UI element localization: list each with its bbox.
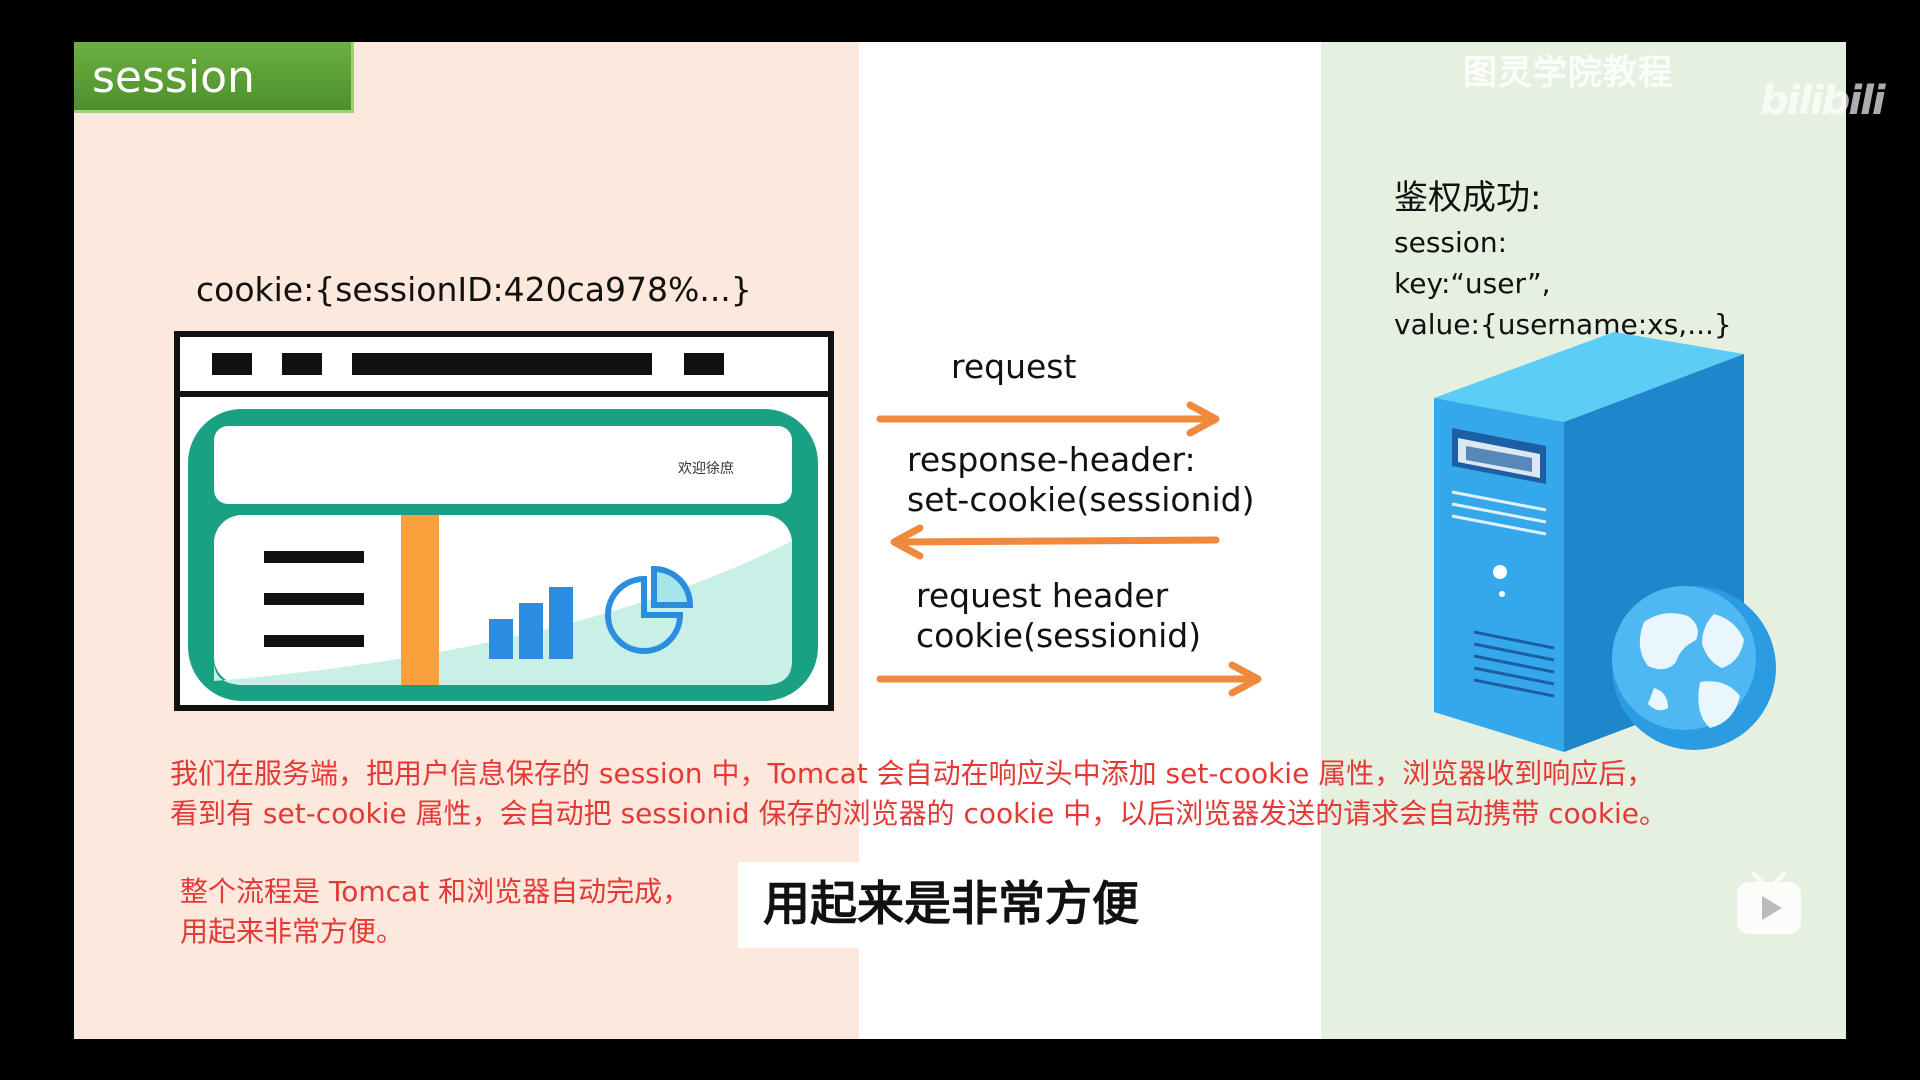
cookie-label: cookie:{sessionID:420ca978%...} [196, 270, 752, 309]
server-illustration [1434, 332, 1776, 752]
slide: session cookie:{sessionID:420ca978%...} … [74, 42, 1846, 1039]
response-label-line1: response-header: [907, 440, 1196, 479]
play-icon[interactable] [1734, 870, 1804, 940]
bar-chart-icon [489, 587, 573, 659]
value-line: value:{username:xs,...} [1394, 308, 1732, 341]
arrows-layer [876, 401, 1262, 697]
request-arrow [876, 401, 1220, 437]
pie-chart-icon [605, 565, 694, 654]
session-label: session: [1394, 226, 1508, 259]
response-arrow [890, 524, 1220, 560]
summary-line1: 整个流程是 Tomcat 和浏览器自动完成， [180, 875, 691, 908]
explanation-paragraph: 我们在服务端，把用户信息保存的 session 中，Tomcat 会自动在响应头… [170, 754, 1830, 834]
bilibili-logo: bilibili [1760, 78, 1886, 124]
summary-paragraph: 整个流程是 Tomcat 和浏览器自动完成， 用起来非常方便。 [180, 872, 740, 952]
request-label: request [951, 347, 1077, 386]
request-header-label-line1: request header [916, 576, 1169, 615]
menu-icon [264, 551, 364, 563]
auth-info: 鉴权成功: session: key:“user”, value:{userna… [1394, 174, 1732, 345]
request-header-label-line2: cookie(sessionid) [916, 616, 1202, 655]
video-subtitle: 用起来是非常方便 [738, 862, 1164, 948]
browser-illustration: 欢迎徐庶 [174, 331, 834, 711]
explanation-line2: 看到有 set-cookie 属性，会自动把 sessionid 保存的浏览器的… [170, 797, 1668, 830]
response-label-line2: set-cookie(sessionid) [907, 480, 1255, 519]
slide-title: session [74, 42, 354, 113]
globe-icon [1612, 586, 1776, 750]
watermark: 图灵学院教程 [1463, 53, 1673, 93]
welcome-text: 欢迎徐庶 [678, 461, 734, 477]
request-header-arrow [876, 661, 1262, 697]
explanation-line1: 我们在服务端，把用户信息保存的 session 中，Tomcat 会自动在响应头… [170, 757, 1655, 790]
auth-title: 鉴权成功: [1394, 178, 1542, 218]
summary-line2: 用起来非常方便。 [180, 915, 405, 948]
key-line: key:“user”, [1394, 267, 1551, 300]
